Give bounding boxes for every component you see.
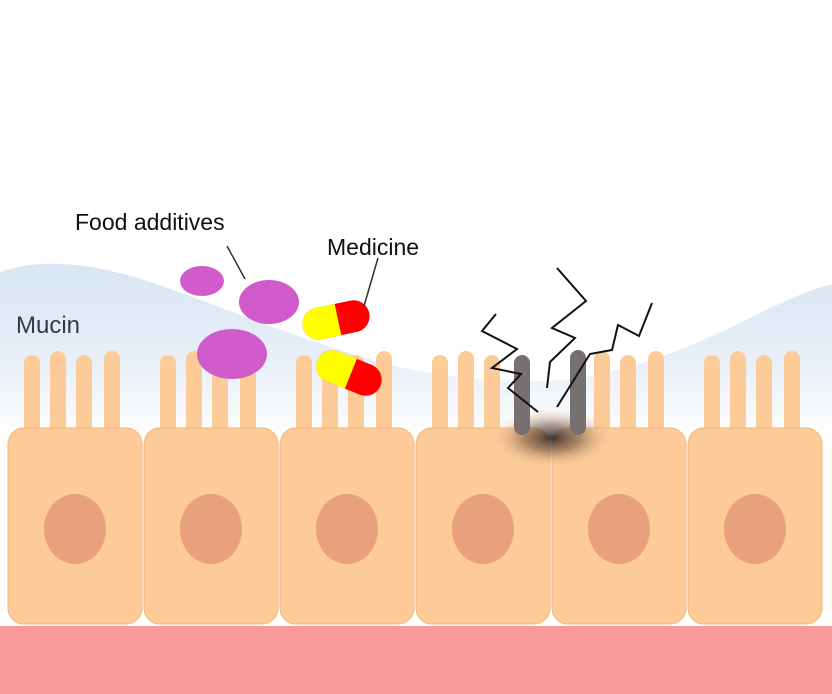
additive-particle-icon [197, 329, 267, 379]
villus [186, 351, 202, 438]
lightning-bolt-icon [480, 313, 539, 413]
villus [756, 355, 772, 438]
villus [50, 351, 66, 438]
medicine-capsules [302, 300, 382, 396]
villus [484, 355, 500, 438]
lightning-bolt-icon [556, 302, 653, 408]
cell-nucleus [316, 494, 378, 564]
villus [76, 355, 92, 438]
cell-nucleus [44, 494, 106, 564]
lightning-group [480, 267, 653, 413]
capsule-icon [302, 300, 370, 340]
damaged-villus-left [514, 355, 530, 435]
villus [784, 351, 800, 438]
villus [296, 355, 312, 438]
mucin-label: Mucin [16, 312, 80, 339]
villus [432, 355, 448, 438]
villus [620, 355, 636, 438]
medicine-leader [363, 257, 379, 307]
additive-particle-icon [180, 266, 224, 296]
cell-nucleus [180, 494, 242, 564]
medicine-label: Medicine [327, 234, 419, 260]
cell-nucleus [452, 494, 514, 564]
capsule-icon [316, 350, 382, 396]
villus [704, 355, 720, 438]
damaged-villus-right [570, 350, 586, 435]
villus [648, 351, 664, 438]
villus [458, 351, 474, 438]
villus [594, 351, 610, 438]
tight-junction-damage [490, 350, 614, 468]
villus [376, 351, 392, 438]
cells-group [7, 427, 823, 625]
cell-nucleus [588, 494, 650, 564]
basement-membrane [0, 626, 832, 694]
food-additives-leader [226, 245, 246, 280]
villus [24, 355, 40, 438]
damage-shadow [490, 408, 614, 468]
food-additives-label: Food additives [75, 209, 225, 235]
villus [104, 351, 120, 438]
cell-nucleus [724, 494, 786, 564]
additive-particle-icon [239, 280, 299, 324]
food-additive-particles [180, 266, 299, 379]
lightning-bolt-icon [546, 267, 588, 389]
villus [730, 351, 746, 438]
villus [160, 355, 176, 438]
